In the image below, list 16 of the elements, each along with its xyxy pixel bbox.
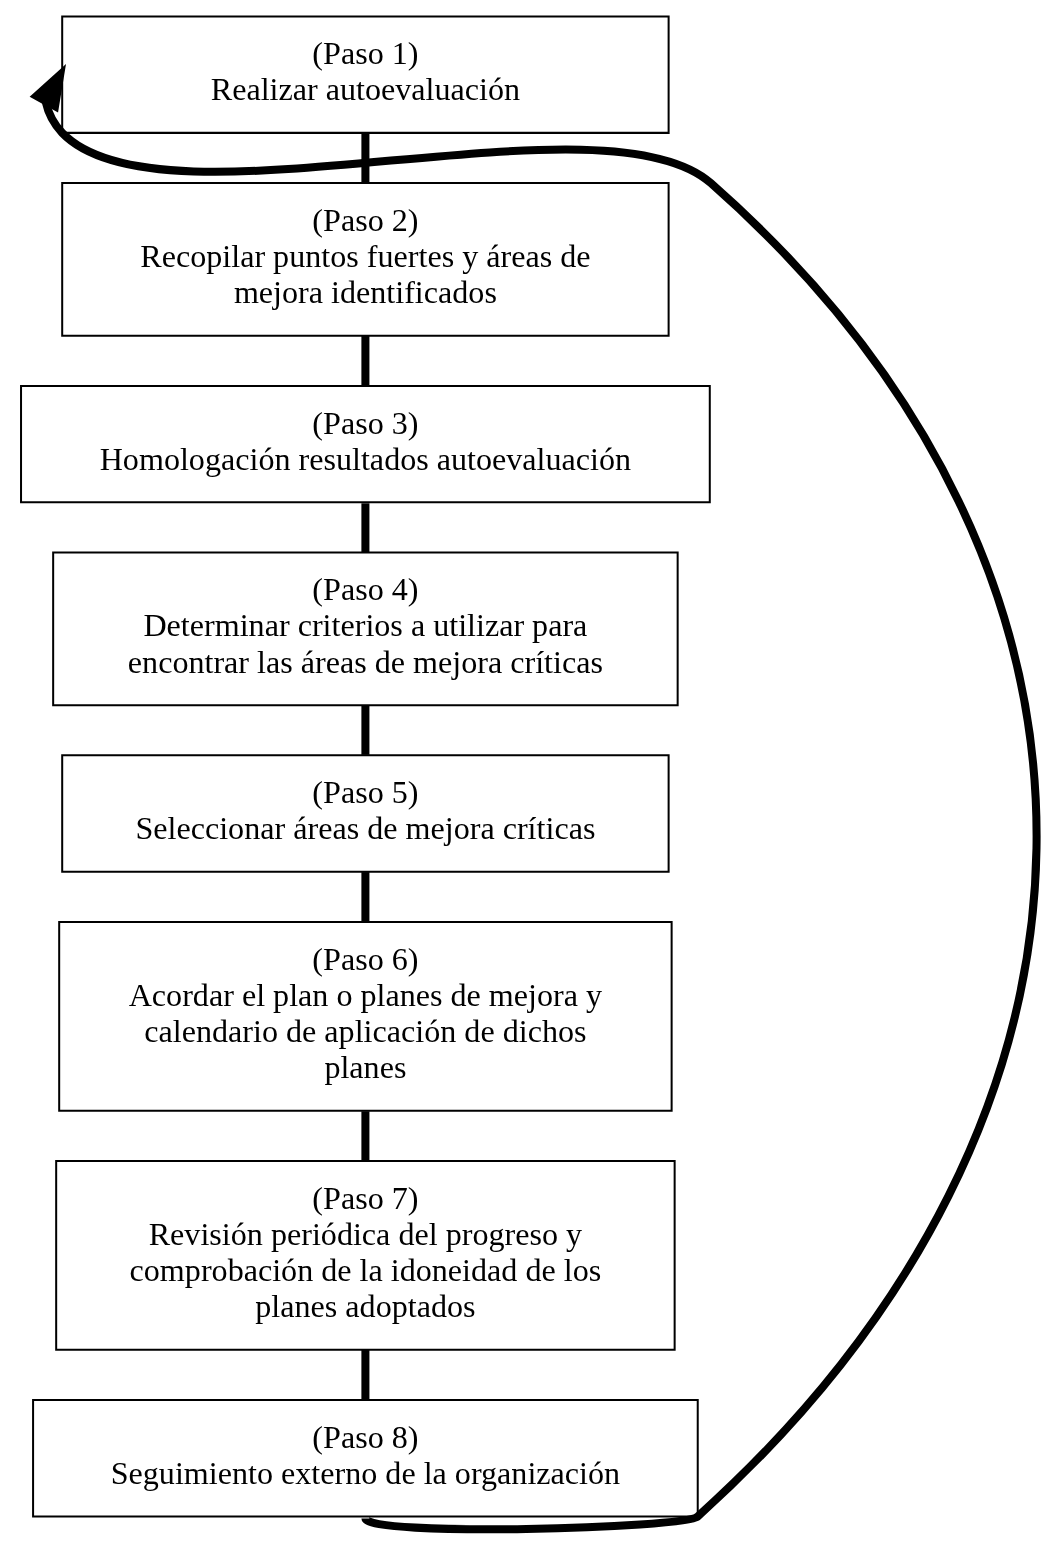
node-box: (Paso 8) Seguimiento externo de la organización — [32, 1398, 699, 1518]
node-box: (Paso 1) Realizar autoevaluación — [61, 15, 670, 134]
connector — [361, 1349, 370, 1400]
connector — [361, 133, 370, 183]
node-box: (Paso 4) Determinar criterios a utilizar para encontrar las áreas de mejora críticas — [52, 551, 679, 707]
connector — [361, 335, 370, 386]
node-box: (Paso 7) Revisión periódica del progreso y comprobación de la idoneidad de los planes adoptados — [55, 1159, 676, 1351]
connector — [361, 872, 370, 922]
connector — [361, 1111, 370, 1161]
node-box: (Paso 5) Seleccionar áreas de mejora críticas — [61, 754, 670, 873]
node-box: (Paso 2) Recopilar puntos fuertes y áreas de mejora identificados — [61, 182, 670, 337]
node-box: (Paso 6) Acordar el plan o planes de mejora y calendario de aplicación de dichos planes — [58, 921, 673, 1112]
node-box: (Paso 3) Homologación resultados autoevaluación — [20, 384, 711, 504]
arrow — [29, 63, 1041, 1534]
connector — [361, 705, 370, 755]
connector — [361, 503, 370, 553]
